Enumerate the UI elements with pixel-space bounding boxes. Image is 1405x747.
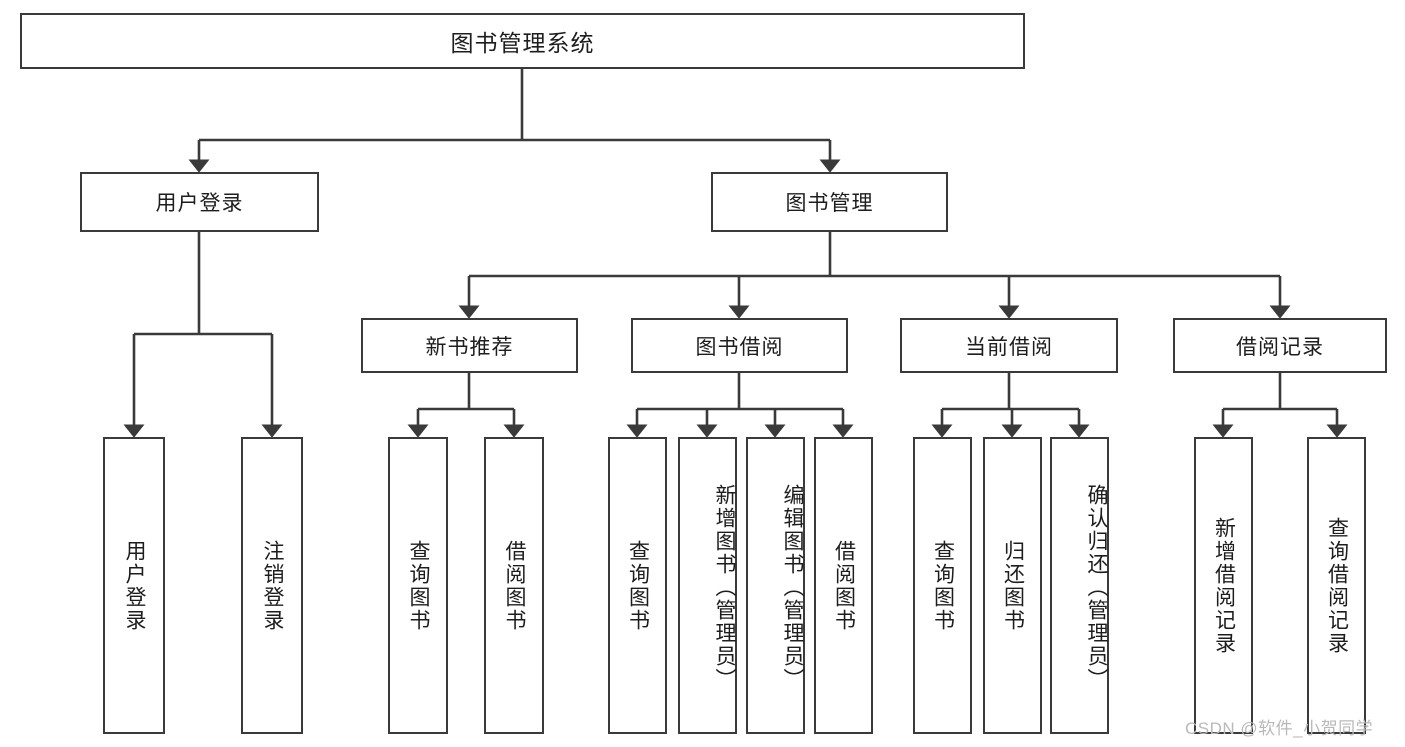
node-root-system[interactable]: 图书管理系统 [20, 13, 1025, 69]
leaf-query-book-recommend[interactable]: 查询图书 [388, 437, 448, 734]
leaf-borrow-book-borrow[interactable]: 借阅图书 [814, 437, 873, 734]
leaf-borrow-book-recommend[interactable]: 借阅图书 [484, 437, 544, 734]
node-book-borrow[interactable]: 图书借阅 [631, 318, 848, 373]
node-current-borrow[interactable]: 当前借阅 [900, 318, 1118, 373]
leaf-query-book-borrow[interactable]: 查询图书 [608, 437, 667, 734]
leaf-user-login[interactable]: 用户登录 [103, 437, 165, 734]
leaf-query-borrow-record[interactable]: 查询借阅记录 [1307, 437, 1366, 734]
leaf-edit-book-admin[interactable]: 编辑图书（管理员） [746, 437, 805, 734]
leaf-add-book-admin[interactable]: 新增图书（管理员） [678, 437, 737, 734]
node-user-login[interactable]: 用户登录 [80, 172, 319, 232]
leaf-query-book-current[interactable]: 查询图书 [913, 437, 972, 734]
node-book-management[interactable]: 图书管理 [711, 172, 948, 232]
leaf-confirm-return-admin[interactable]: 确认归还（管理员） [1050, 437, 1109, 734]
node-borrow-record[interactable]: 借阅记录 [1173, 318, 1387, 373]
leaf-logout-login[interactable]: 注销登录 [241, 437, 303, 734]
leaf-add-borrow-record[interactable]: 新增借阅记录 [1194, 437, 1253, 734]
node-new-book-recommend[interactable]: 新书推荐 [361, 318, 578, 373]
leaf-return-book[interactable]: 归还图书 [983, 437, 1042, 734]
csdn-watermark: CSDN @软件_小贺同学 [1185, 719, 1374, 738]
